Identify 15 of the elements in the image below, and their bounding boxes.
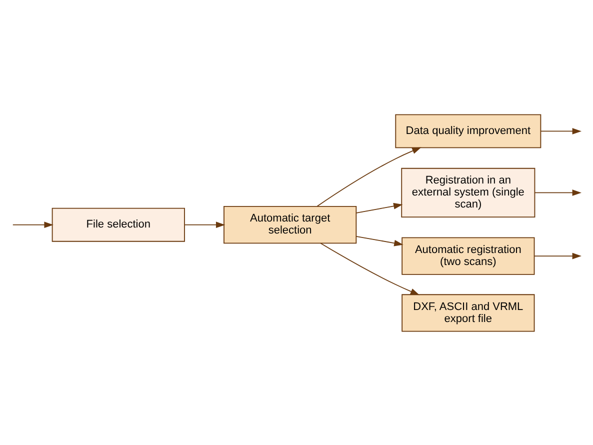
node-box: Registration in an external system (single scan): [401, 167, 536, 217]
node-box: File selection: [52, 207, 185, 242]
arrow: [540, 127, 582, 134]
arrow: [12, 221, 54, 228]
node-box: DXF, ASCII and VRML export file: [402, 294, 535, 332]
arrow: [184, 221, 226, 228]
arrow: [534, 252, 582, 259]
node-box: Automatic registration (two scans): [402, 236, 535, 274]
arrow: [356, 235, 404, 246]
node-box: Automatic target selection: [224, 206, 357, 244]
node-box: Data quality improvement: [395, 114, 542, 148]
arrow: [316, 146, 422, 206]
arrow: [356, 202, 403, 213]
arrow: [534, 188, 582, 196]
arrow: [320, 242, 420, 295]
